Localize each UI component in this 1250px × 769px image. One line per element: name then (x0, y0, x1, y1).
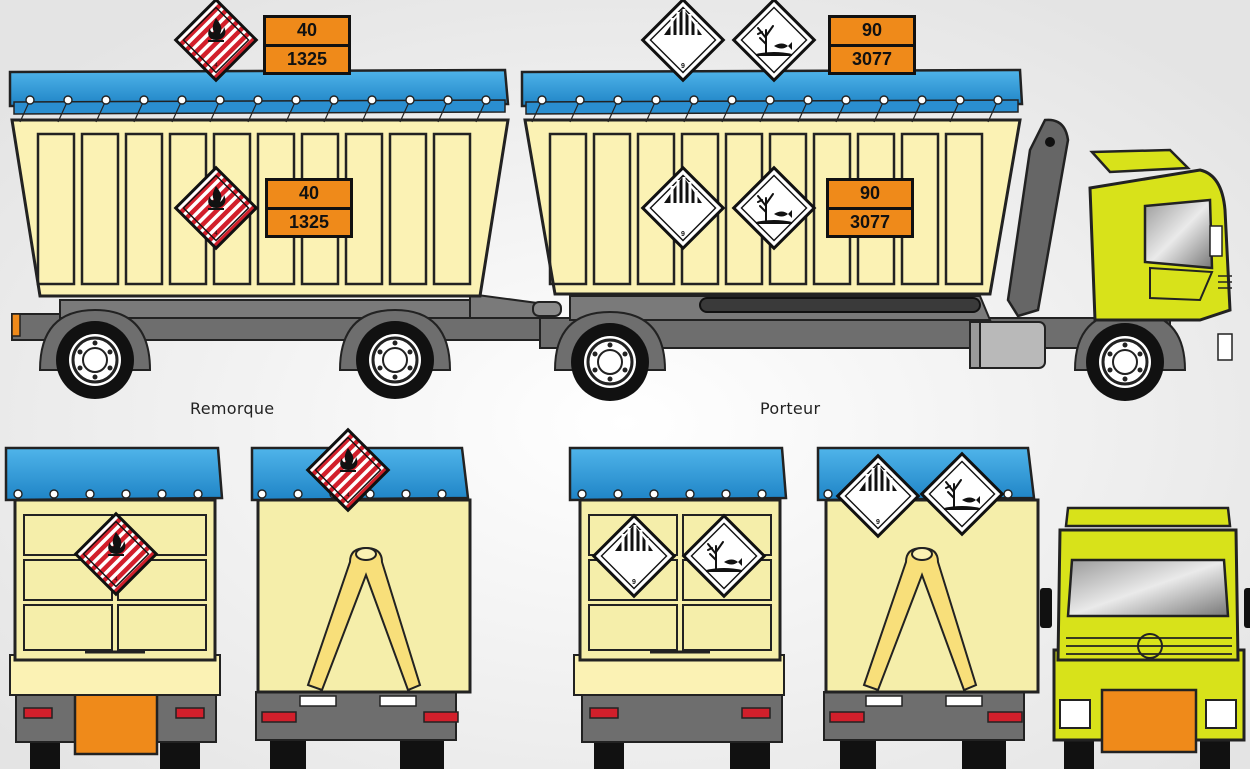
un-number: 3077 (831, 44, 913, 73)
hazard-plate-carrier-top: 90 3077 (828, 15, 916, 75)
hazard-id: 90 (829, 181, 911, 207)
hazard-plate-trailer-top: 40 1325 (263, 15, 351, 75)
hazard-plate-carrier-side: 90 3077 (826, 178, 914, 238)
un-number: 1325 (268, 207, 350, 236)
carrier-rear-view (570, 448, 786, 769)
carrier-front-view (818, 448, 1038, 769)
truck-cab-front-view (1040, 508, 1250, 769)
caption-trailer: Remorque (190, 399, 274, 418)
hazard-id: 40 (266, 18, 348, 44)
hazard-id: 40 (268, 181, 350, 207)
un-number: 3077 (829, 207, 911, 236)
trailer-front-view (252, 428, 470, 769)
hazard-id: 90 (831, 18, 913, 44)
caption-carrier: Porteur (760, 399, 820, 418)
trailer-rear-view (6, 448, 222, 769)
un-number: 1325 (266, 44, 348, 73)
hazard-plate-trailer-side: 40 1325 (265, 178, 353, 238)
